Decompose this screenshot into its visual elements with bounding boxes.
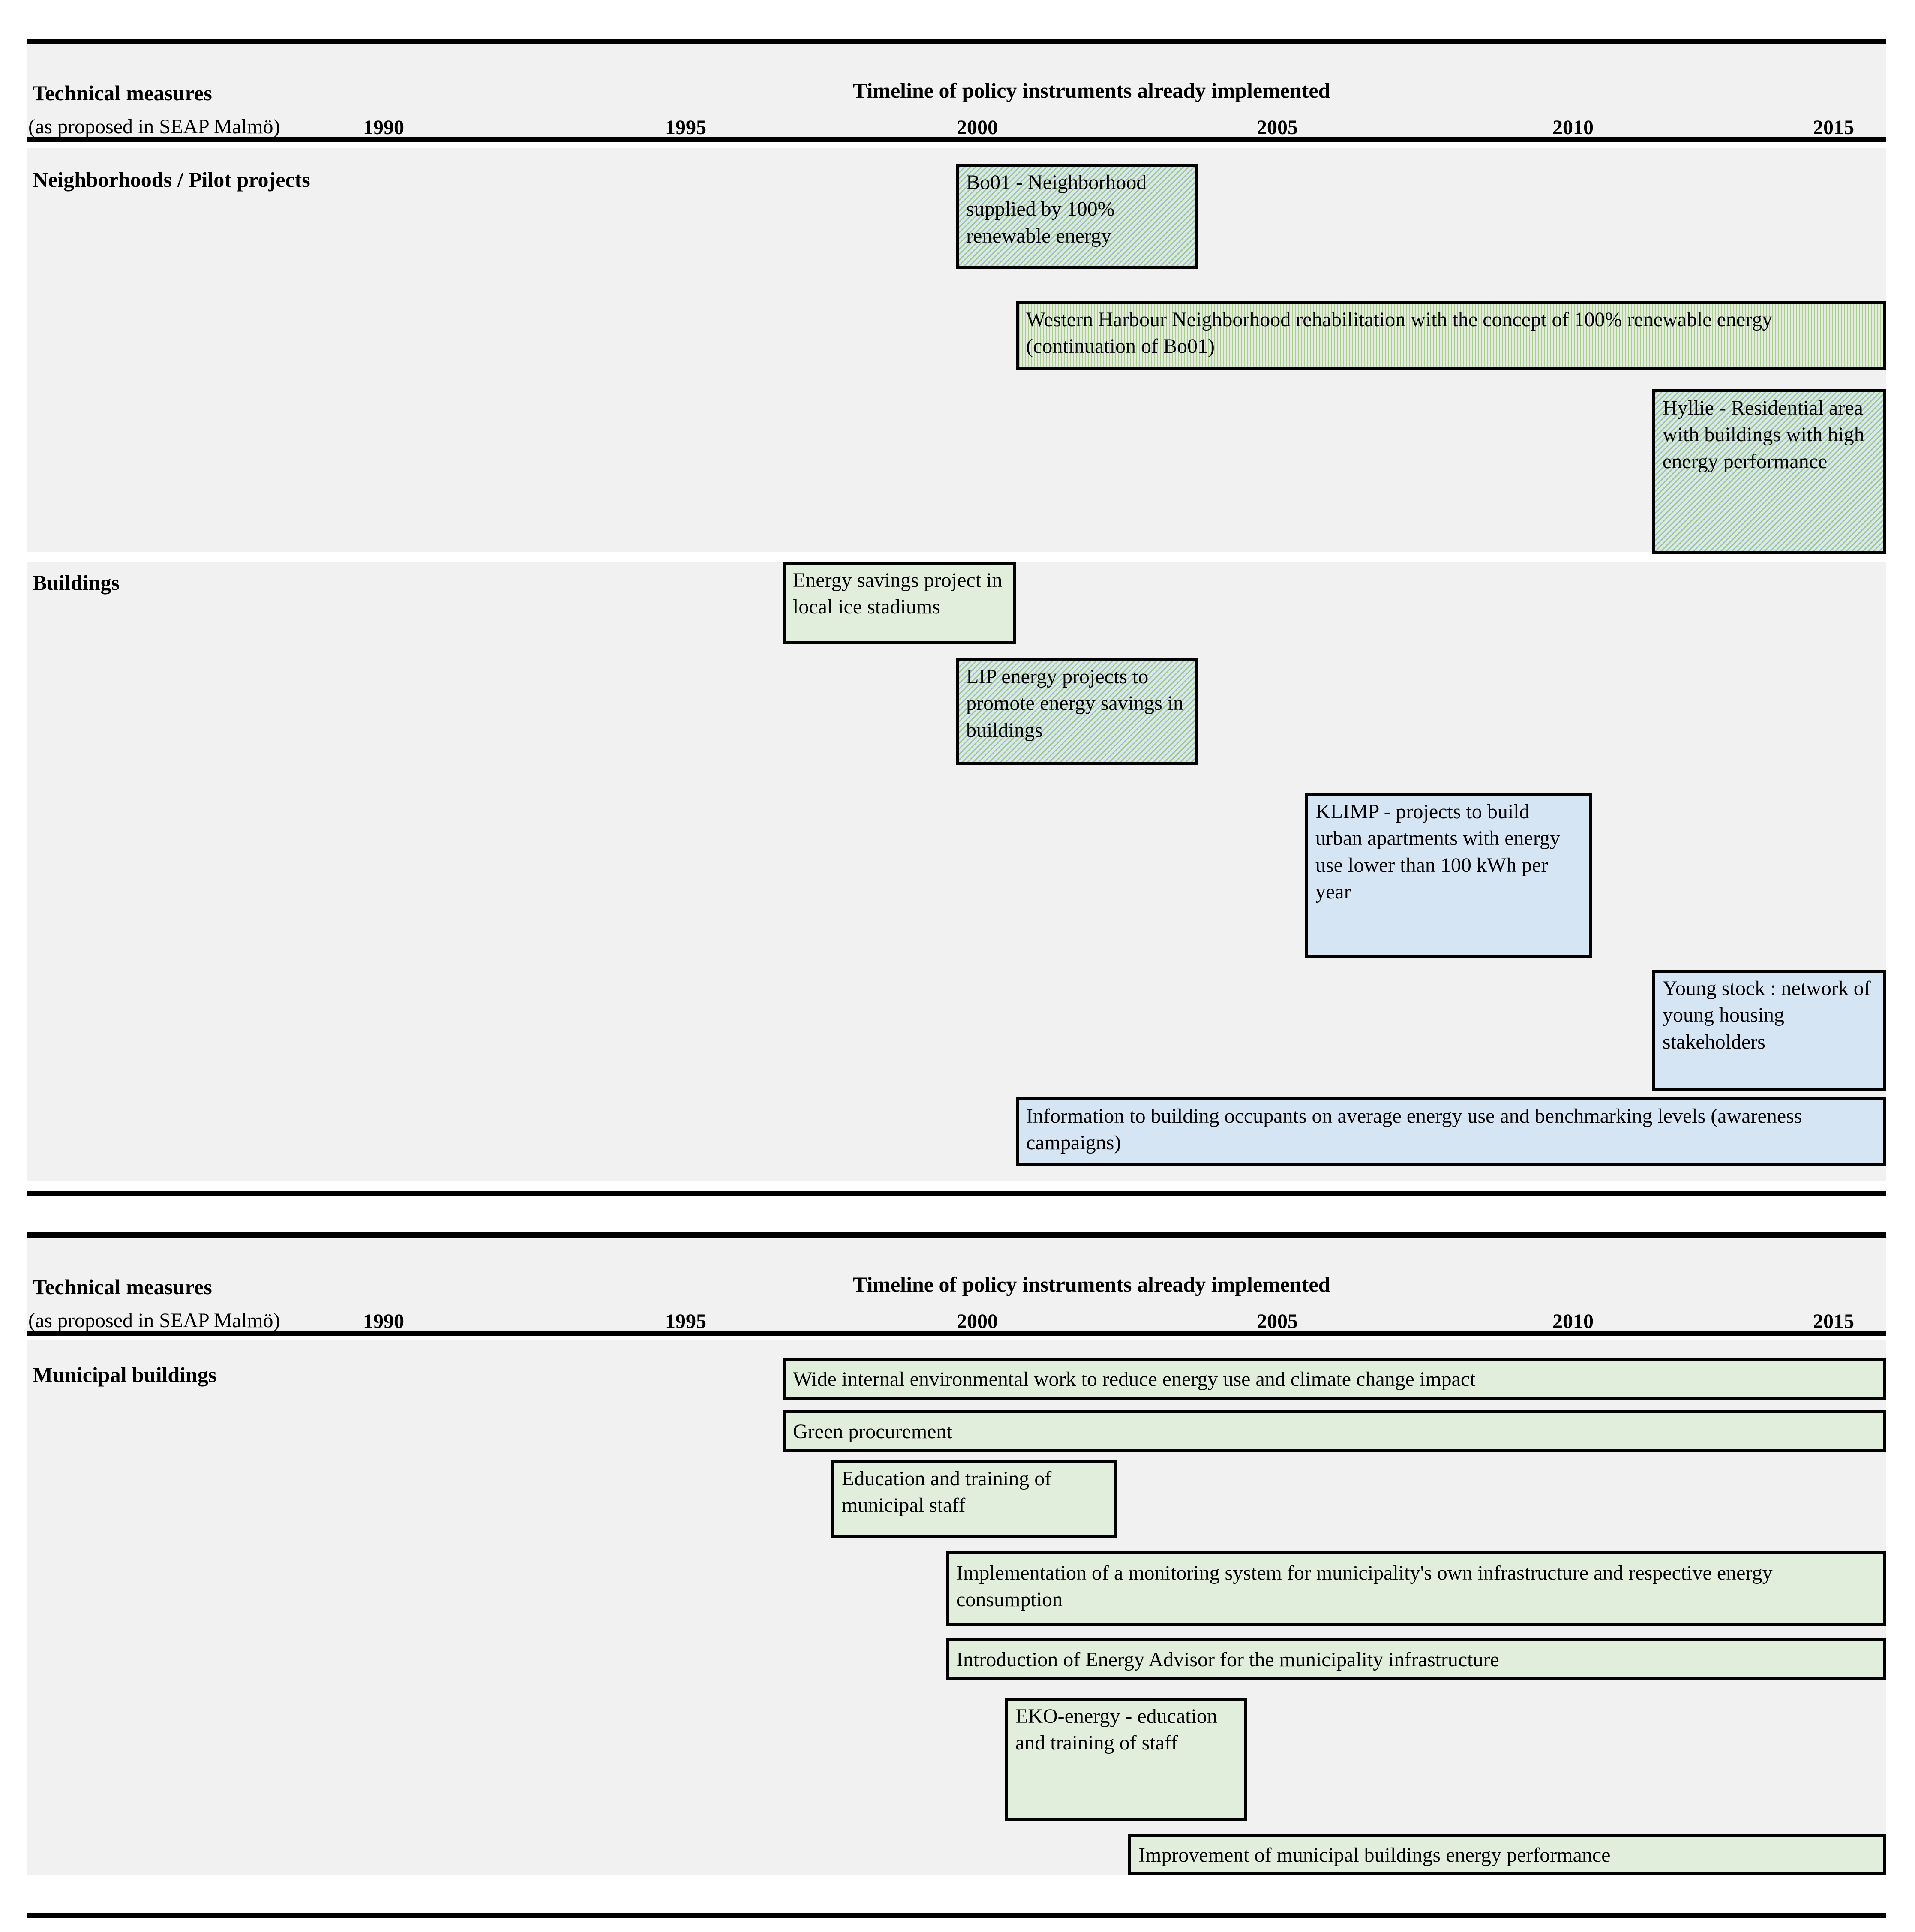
panel-1-year-2010: 2010: [1552, 116, 1594, 139]
task-bar-label: Bo01 - Neighborhood supplied by 100% ren…: [966, 171, 1147, 247]
task-bar-hyllie[interactable]: Hyllie - Residential area with buildings…: [1652, 389, 1886, 554]
task-bar-eko-energy[interactable]: EKO-energy - education and training of s…: [1005, 1698, 1247, 1821]
panel-2-title-line1: Technical measures: [33, 1275, 212, 1299]
panel-2-header-rule: [27, 1331, 1886, 1336]
panel-1-year-2015: 2015: [1813, 116, 1854, 139]
task-bar-label: LIP energy projects to promote energy sa…: [966, 665, 1184, 742]
task-bar-label: Improvement of municipal buildings energ…: [1138, 1844, 1611, 1866]
panel-2-year-2005: 2005: [1257, 1310, 1298, 1333]
task-bar-young-stock[interactable]: Young stock : network of young housing s…: [1652, 970, 1886, 1091]
task-bar-green-procurement[interactable]: Green procurement: [783, 1410, 1886, 1452]
task-bar-label: Introduction of Energy Advisor for the m…: [956, 1648, 1499, 1671]
task-bar-occupant-information[interactable]: Information to building occupants on ave…: [1016, 1097, 1886, 1166]
panel-2-year-2015: 2015: [1813, 1310, 1854, 1333]
task-bar-klimp[interactable]: KLIMP - projects to build urban apartmen…: [1305, 793, 1592, 958]
task-bar-label: Energy savings project in local ice stad…: [793, 569, 1003, 619]
panel-2-year-1990: 1990: [363, 1310, 404, 1333]
task-bar-wide-internal-environmental-work[interactable]: Wide internal environmental work to redu…: [783, 1358, 1886, 1400]
panel-2-year-2010: 2010: [1552, 1310, 1594, 1333]
task-bar-ice-stadiums[interactable]: Energy savings project in local ice stad…: [783, 562, 1016, 644]
group-label-municipal-buildings: Municipal buildings: [33, 1363, 217, 1387]
panel-2-year-2000: 2000: [957, 1310, 998, 1333]
panel-2-top-rule: [27, 1232, 1886, 1238]
task-bar-label: Wide internal environmental work to redu…: [793, 1368, 1476, 1391]
task-bar-western-harbour[interactable]: Western Harbour Neighborhood rehabilitat…: [1016, 301, 1886, 370]
panel-2-title-line2: (as proposed in SEAP Malmö): [28, 1309, 280, 1332]
panel-1-year-1990: 1990: [363, 116, 404, 139]
task-bar-monitoring-system[interactable]: Implementation of a monitoring system fo…: [946, 1551, 1886, 1626]
task-bar-label: EKO-energy - education and training of s…: [1015, 1705, 1217, 1755]
task-bar-energy-advisor[interactable]: Introduction of Energy Advisor for the m…: [946, 1638, 1886, 1680]
task-bar-label: KLIMP - projects to build urban apartmen…: [1315, 800, 1560, 904]
task-bar-label: Young stock : network of young housing s…: [1663, 977, 1871, 1053]
task-bar-label: Hyllie - Residential area with buildings…: [1663, 397, 1864, 473]
panel-1-header-rule: [27, 137, 1886, 142]
panel-2-timeline-title: Timeline of policy instruments already i…: [853, 1272, 1330, 1296]
task-bar-label: Information to building occupants on ave…: [1026, 1105, 1802, 1154]
panel-2-header-band: [27, 1238, 1886, 1331]
task-bar-label: Education and training of municipal staf…: [842, 1467, 1052, 1517]
group-label-buildings: Buildings: [33, 571, 120, 595]
task-bar-bo01[interactable]: Bo01 - Neighborhood supplied by 100% ren…: [956, 164, 1198, 269]
panel-1-title-line2: (as proposed in SEAP Malmö): [28, 115, 280, 138]
panel-1-group-1-band: [27, 562, 1886, 1181]
panel-1-year-2005: 2005: [1257, 116, 1298, 139]
task-bar-label: Western Harbour Neighborhood rehabilitat…: [1026, 308, 1773, 358]
panel-1-year-2000: 2000: [957, 116, 998, 139]
panel-1-timeline-title: Timeline of policy instruments already i…: [853, 78, 1330, 102]
task-bar-education-training-municipal-staff[interactable]: Education and training of municipal staf…: [831, 1460, 1117, 1538]
task-bar-label: Implementation of a monitoring system fo…: [956, 1562, 1773, 1611]
panel-2-year-1995: 1995: [665, 1310, 706, 1333]
panel-1-title-line1: Technical measures: [33, 81, 212, 105]
task-bar-improvement-municipal-buildings[interactable]: Improvement of municipal buildings energ…: [1128, 1834, 1886, 1875]
panel-2-bottom-rule: [27, 1913, 1886, 1918]
group-label-neighborhoods: Neighborhoods / Pilot projects: [33, 168, 310, 192]
panel-1-year-1995: 1995: [665, 116, 706, 139]
task-bar-lip-energy[interactable]: LIP energy projects to promote energy sa…: [956, 658, 1198, 765]
panel-1-top-rule: [27, 39, 1886, 44]
panel-1-bottom-rule: [27, 1191, 1886, 1196]
panel-1-header-band: [27, 44, 1886, 137]
task-bar-label: Green procurement: [793, 1420, 952, 1443]
